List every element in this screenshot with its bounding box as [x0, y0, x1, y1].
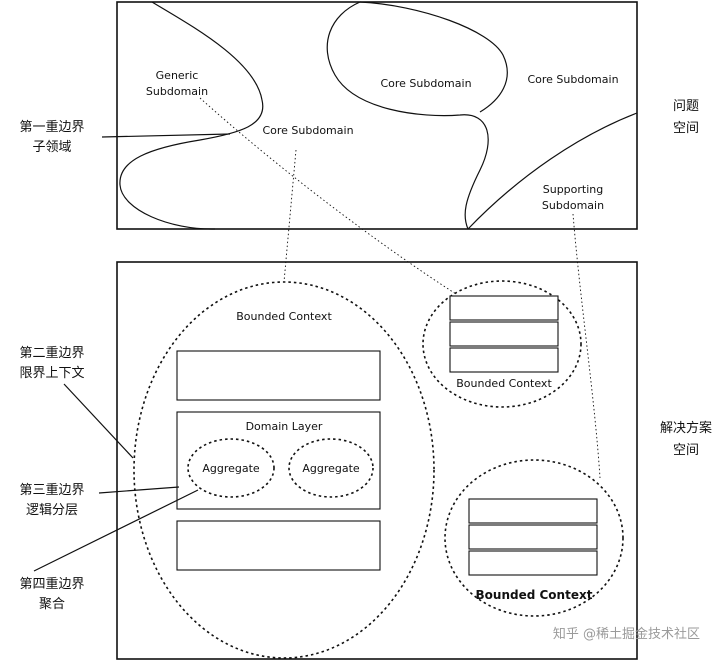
third-boundary-leader: [98, 486, 180, 494]
lower-right-layer-box-2: [468, 524, 598, 550]
first-boundary-label-1: 第一重边界: [19, 119, 84, 135]
upper-right-bounded-context-label: Bounded Context: [456, 377, 552, 390]
solution-space-frame: [116, 261, 638, 660]
supporting-subdomain-label-2: Subdomain: [542, 199, 604, 212]
supporting-subdomain-label-1: Supporting: [543, 183, 604, 196]
third-boundary-label-1: 第三重边界: [19, 482, 84, 498]
solution-space-label-2: 空间: [673, 443, 699, 458]
main-bounded-context-title: Bounded Context: [236, 310, 332, 323]
domain-layer-label: Domain Layer: [246, 420, 323, 433]
second-boundary-leader: [63, 383, 134, 459]
generic-subdomain-label-2: Subdomain: [146, 85, 208, 98]
aggregate-boundary-1: [187, 438, 275, 498]
core-subdomain-middle-label: Core Subdomain: [380, 77, 471, 90]
layer-box-bottom: [176, 520, 381, 571]
second-boundary-label-1: 第二重边界: [19, 345, 84, 361]
core-subdomain-middle-top-edge: [359, 1, 508, 113]
first-boundary-leader: [101, 133, 231, 138]
solution-space-label-1: 解决方案: [660, 420, 712, 436]
upper-right-layer-box-3: [449, 347, 559, 373]
lower-right-layer-box-3: [468, 550, 598, 576]
supporting-subdomain-boundary: [467, 112, 638, 230]
third-boundary-label-2: 逻辑分层: [26, 503, 78, 518]
core-subdomain-right-label: Core Subdomain: [527, 73, 618, 86]
core-subdomain-middle-boundary: [326, 1, 489, 230]
aggregate-label-1: Aggregate: [202, 462, 260, 475]
fourth-boundary-label-2: 聚合: [39, 597, 65, 612]
upper-right-layer-box-2: [449, 321, 559, 347]
core-subdomain-left-label: Core Subdomain: [262, 124, 353, 137]
second-boundary-label-2: 限界上下文: [19, 366, 84, 381]
lower-right-layer-box-1: [468, 498, 598, 524]
fourth-boundary-leader: [33, 489, 199, 572]
supporting-to-lower-right-connector: [572, 213, 601, 479]
problem-space-label-1: 问题: [673, 99, 699, 114]
aggregate-label-2: Aggregate: [302, 462, 360, 475]
upper-right-bounded-context-boundary: [422, 280, 582, 408]
fourth-boundary-label-1: 第四重边界: [19, 576, 84, 592]
upper-right-layer-box-1: [449, 295, 559, 321]
problem-space-frame: [116, 1, 638, 230]
lower-right-bounded-context-boundary: [444, 459, 624, 617]
aggregate-boundary-2: [288, 438, 374, 498]
layer-box-top: [176, 350, 381, 401]
lower-right-bounded-context-label: Bounded Context: [476, 588, 593, 602]
first-boundary-label-2: 子领域: [32, 140, 71, 155]
problem-space-label-2: 空间: [673, 121, 699, 136]
generic-subdomain-label-1: Generic: [156, 69, 199, 82]
generic-subdomain-boundary: [119, 1, 264, 230]
watermark: 知乎 @稀土掘金技术社区: [553, 626, 700, 642]
